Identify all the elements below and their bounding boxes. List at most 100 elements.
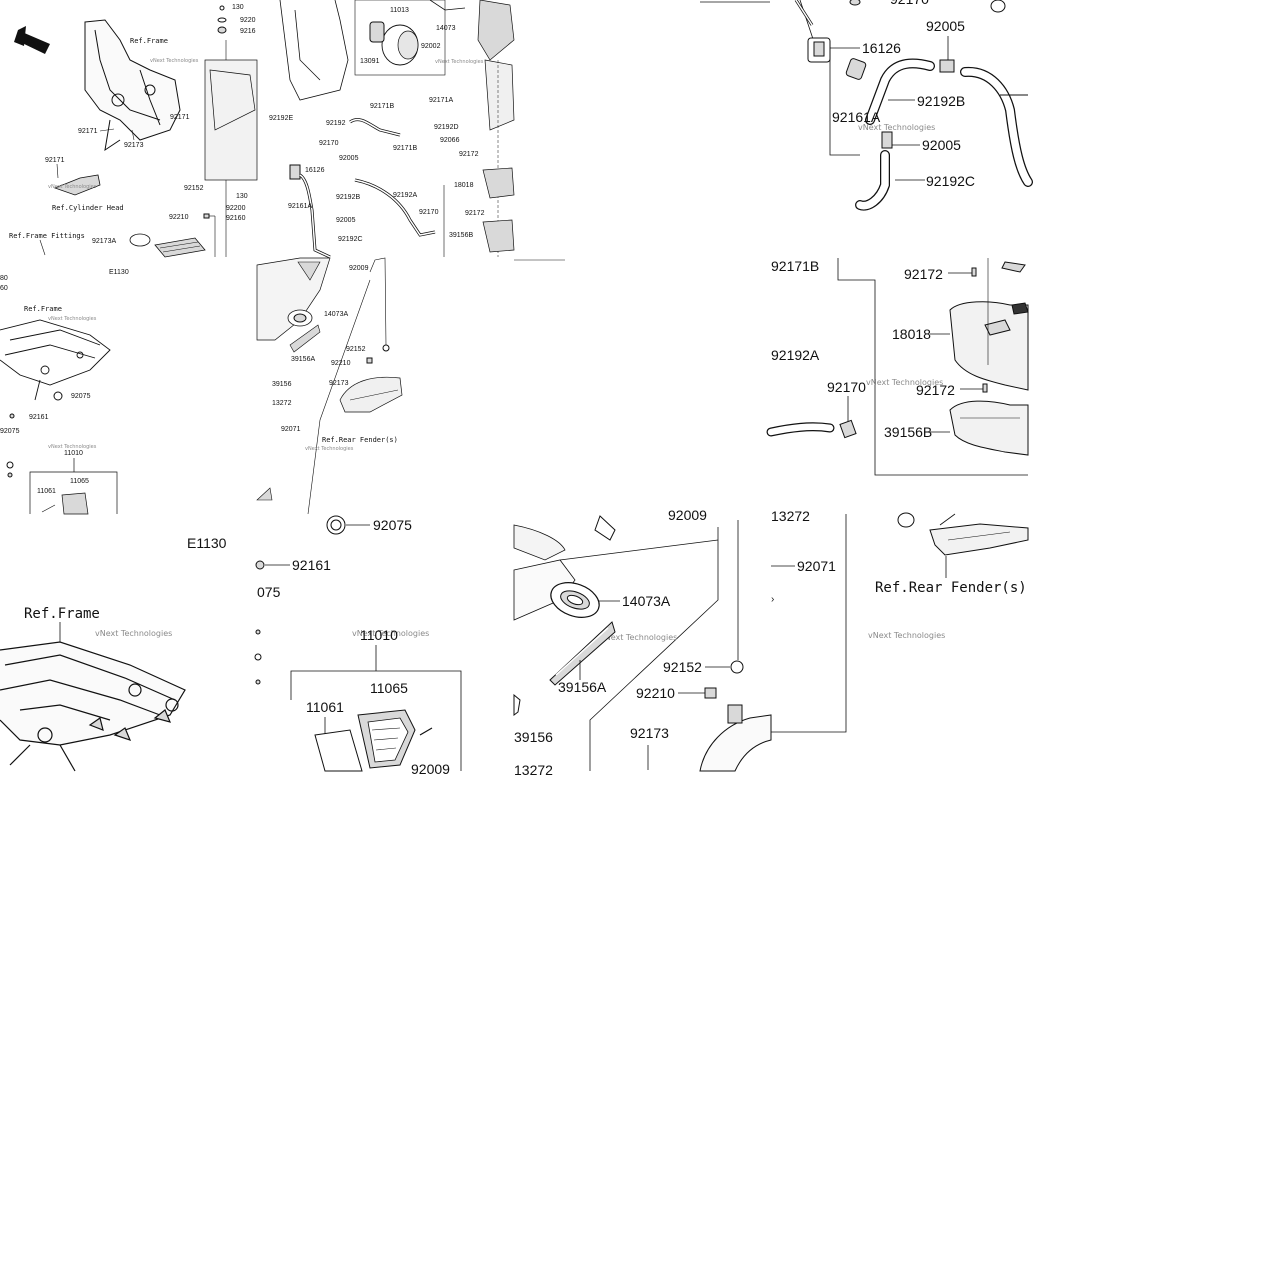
part-label-92172: 92172 bbox=[916, 382, 955, 398]
part-label-39156b: 39156B bbox=[884, 424, 932, 440]
part-label-92161: 92161 bbox=[292, 557, 331, 573]
part-label-11065: 11065 bbox=[370, 680, 408, 696]
part-label-92192b: 92192B bbox=[336, 194, 360, 201]
part-label-9216: 9216 bbox=[240, 28, 256, 35]
tile-bottom-mid: 92009 14073A vNext Technologies 39156A 9… bbox=[513, 507, 772, 778]
part-label-13091: 13091 bbox=[360, 58, 380, 65]
watermark-text: vNext Technologies bbox=[352, 629, 429, 638]
part-label-39156a: 39156A bbox=[291, 356, 315, 363]
watermark-text: vNext Technologies bbox=[48, 444, 97, 450]
part-label-92161: 92161 bbox=[29, 414, 49, 421]
part-label-92192a: 92192A bbox=[393, 192, 417, 199]
part-label-18018: 18018 bbox=[892, 326, 931, 342]
part-label-075: 075 bbox=[257, 584, 281, 600]
part-label-92173: 92173 bbox=[124, 142, 144, 149]
part-label-11010: 11010 bbox=[360, 627, 398, 643]
ref-rear-fender-label: Ref.Rear Fender(s) bbox=[875, 580, 1027, 596]
part-label-92171: 92171 bbox=[78, 128, 98, 135]
tile-top-mid: 11013 14073 13091 92002 vNext Technologi… bbox=[269, 0, 515, 259]
part-label-13272: 13272 bbox=[514, 762, 553, 778]
heat-guard-39156b bbox=[949, 400, 1029, 456]
part-label-92075: 92075 bbox=[0, 428, 20, 435]
part-label-92192d: 92192D bbox=[434, 124, 459, 131]
ref-frame-label: Ref.Frame bbox=[130, 37, 168, 45]
part-label-92009: 92009 bbox=[411, 761, 450, 777]
part-label-92192c: 92192C bbox=[338, 236, 363, 243]
watermark-text: vNext Technologies bbox=[866, 378, 943, 387]
ref-cylinder-head-label: Ref.Cylinder Head bbox=[52, 204, 124, 212]
tile-bottom-right: 13272 92071 › Ref.Rear Fender(s) vNext T… bbox=[771, 508, 1029, 733]
arrow-glyph: › bbox=[771, 594, 774, 605]
ref-rear-fender-label: Ref.Rear Fender(s) bbox=[322, 436, 398, 444]
part-label-92005: 92005 bbox=[922, 137, 961, 153]
watermark-text: vNext Technologies bbox=[305, 446, 354, 452]
air-filter bbox=[369, 0, 466, 66]
part-label-92005: 92005 bbox=[926, 18, 965, 34]
part-label-92161a: 92161A bbox=[288, 203, 312, 210]
part-label-e1130: E1130 bbox=[187, 535, 227, 551]
part-label-130: 130 bbox=[232, 4, 244, 11]
rear-fender bbox=[339, 376, 403, 413]
part-label-92210: 92210 bbox=[169, 214, 189, 221]
part-label-80: 80 bbox=[0, 275, 8, 282]
part-label-11013: 11013 bbox=[390, 7, 409, 14]
front-arrow-icon bbox=[14, 26, 50, 54]
part-label-92171b: 92171B bbox=[370, 103, 394, 110]
part-label-92173: 92173 bbox=[329, 380, 349, 387]
part-label-92170: 92170 bbox=[319, 140, 339, 147]
part-label-92192: 92192 bbox=[326, 120, 346, 127]
part-label-92192a: 92192A bbox=[771, 347, 820, 363]
part-label-92170: 92170 bbox=[827, 379, 866, 395]
part-label-92192e: 92192E bbox=[269, 115, 293, 122]
part-label-39156b: 39156B bbox=[449, 232, 473, 239]
watermark-text: vNext Technologies bbox=[150, 58, 199, 64]
part-label-92075: 92075 bbox=[373, 517, 412, 533]
part-label-14073: 14073 bbox=[436, 25, 456, 32]
rear-fender bbox=[897, 512, 1029, 556]
watermark-text: vNext Technologies bbox=[868, 631, 945, 640]
watermark-text: vNext Technologies bbox=[600, 633, 677, 642]
frame-sketch bbox=[0, 319, 111, 401]
part-label-92171b: 92171B bbox=[771, 258, 819, 274]
part-label-92071: 92071 bbox=[797, 558, 836, 574]
part-label-92002: 92002 bbox=[421, 43, 441, 50]
part-label-130: 130 bbox=[236, 193, 248, 200]
part-label-92171: 92171 bbox=[170, 114, 190, 121]
part-label-39156: 39156 bbox=[272, 381, 292, 388]
part-label-11061: 11061 bbox=[37, 488, 56, 495]
part-label-39156: 39156 bbox=[514, 729, 553, 745]
part-label-92009: 92009 bbox=[349, 265, 369, 272]
intake-duct bbox=[129, 233, 206, 258]
part-label-92192b: 92192B bbox=[917, 93, 965, 109]
part-label-92171: 92171 bbox=[45, 157, 65, 164]
part-label-92173: 92173 bbox=[630, 725, 669, 741]
part-label-92210: 92210 bbox=[636, 685, 675, 701]
part-label-92152: 92152 bbox=[346, 346, 366, 353]
part-label-92173a: 92173A bbox=[92, 238, 116, 245]
part-label-92170: 92170 bbox=[419, 209, 439, 216]
tile-top-right: 16126 92005 92192B 92161A vNext Technolo… bbox=[700, 0, 1033, 211]
part-label-92071: 92071 bbox=[281, 426, 301, 433]
tile-top-left: FRONT Ref.Frame vNext Technologies 92171… bbox=[9, 4, 258, 258]
part-label-92160: 92160 bbox=[226, 215, 246, 222]
tile-bottom-left: E1130 Ref.Frame vNext Technologies bbox=[0, 535, 227, 772]
heat-guard-18018 bbox=[949, 258, 1029, 391]
part-label-14073a: 14073A bbox=[622, 593, 671, 609]
part-label-11010: 11010 bbox=[64, 450, 83, 457]
grommet-14073a bbox=[550, 582, 600, 618]
cylinder-head-bracket bbox=[53, 174, 101, 196]
part-label-92210: 92210 bbox=[331, 360, 351, 367]
frame-sketch bbox=[0, 641, 186, 772]
part-label-16126: 16126 bbox=[305, 167, 325, 174]
part-label-e1130: E1130 bbox=[109, 269, 129, 276]
tile-mid-mid: 92009 14073A 39156A 92152 92210 39156 92… bbox=[256, 257, 403, 515]
part-label-11061: 11061 bbox=[306, 699, 344, 715]
part-label-18018: 18018 bbox=[454, 182, 474, 189]
part-label-13272: 13272 bbox=[272, 400, 292, 407]
part-label-92192c: 92192C bbox=[926, 173, 975, 189]
part-label-14073a: 14073A bbox=[324, 311, 348, 318]
part-label-13272: 13272 bbox=[771, 508, 810, 524]
part-label-92171b: 92171B bbox=[393, 145, 417, 152]
air-switching-valve bbox=[807, 37, 867, 80]
part-label-92005: 92005 bbox=[336, 217, 356, 224]
